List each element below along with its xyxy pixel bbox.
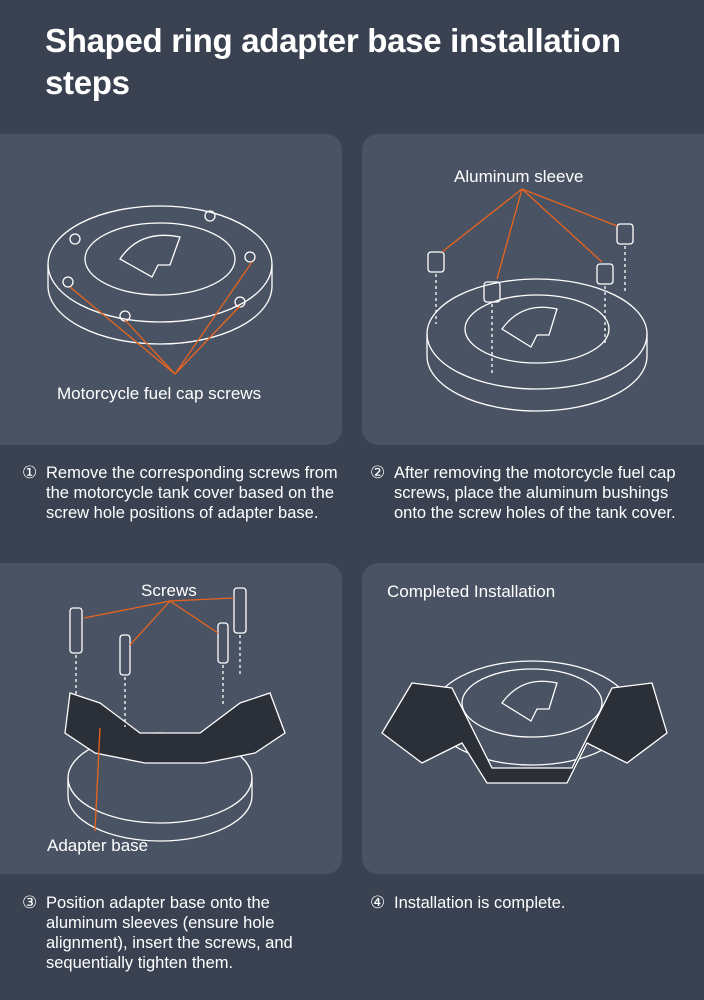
step-4: ④ Installation is complete.: [370, 893, 685, 913]
step-3: ③ Position adapter base onto the aluminu…: [22, 893, 342, 973]
adapter-base-label: Adapter base: [47, 836, 149, 855]
fuel-cap-illustration: [47, 205, 273, 375]
screws-label: Screws: [141, 581, 197, 600]
step-number: ③: [22, 893, 38, 912]
step4-illustration-panel: Completed Installation: [362, 563, 704, 874]
fuel-cap-screws-label: Motorcycle fuel cap screws: [57, 384, 262, 403]
step-text: Remove the corresponding screws from the…: [46, 464, 338, 522]
aluminum-sleeve-illustration: [426, 188, 648, 412]
step-text: After removing the motorcycle fuel cap s…: [394, 464, 676, 522]
step2-illustration-panel: Aluminum sleeve: [362, 134, 704, 445]
step-number: ①: [22, 463, 38, 482]
completed-installation-illustration: [381, 660, 668, 784]
step-2: ② After removing the motorcycle fuel cap…: [370, 463, 685, 523]
page-title: Shaped ring adapter base installation st…: [45, 22, 621, 101]
step-text: Installation is complete.: [394, 894, 566, 912]
step-text: Position adapter base onto the aluminum …: [46, 894, 293, 972]
step3-illustration-panel: Screws Adapter base: [0, 563, 342, 874]
completed-installation-label: Completed Installation: [387, 582, 556, 601]
screws-adapter-illustration: [64, 587, 286, 842]
step-number: ④: [370, 893, 386, 912]
step1-illustration-panel: Motorcycle fuel cap screws: [0, 134, 342, 445]
step-1: ① Remove the corresponding screws from t…: [22, 463, 342, 523]
aluminum-sleeve-label: Aluminum sleeve: [454, 167, 584, 186]
step-number: ②: [370, 463, 386, 482]
